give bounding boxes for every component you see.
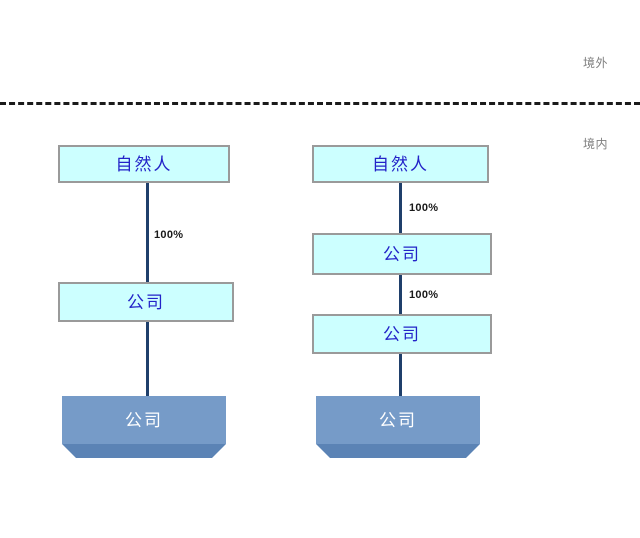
connector-right-company-1-to-company-2: [399, 275, 402, 314]
edge-label-right-100-percent-1: 100%: [409, 202, 439, 214]
node-left-company-2[interactable]: 公司: [62, 396, 236, 458]
edge-label-right-100-percent-2: 100%: [409, 289, 439, 301]
node-right-company-3-label: 公司: [316, 396, 480, 444]
node-right-company-1[interactable]: 公司: [312, 233, 492, 275]
node-right-person[interactable]: 自然人: [312, 145, 489, 183]
bevel-bottom-face: [62, 444, 226, 458]
node-left-person[interactable]: 自然人: [58, 145, 230, 183]
node-right-company-3[interactable]: 公司: [316, 396, 490, 458]
zone-label-overseas: 境外: [583, 56, 609, 70]
node-left-company-2-label: 公司: [62, 396, 226, 444]
connector-left-company-1-to-company-2: [146, 322, 149, 396]
edge-label-left-100-percent-1: 100%: [154, 229, 184, 241]
connector-right-company-2-to-company-3: [399, 354, 402, 396]
bevel-bottom-face: [316, 444, 480, 458]
connector-right-person-to-company-1: [399, 183, 402, 233]
boundary-dashed-line: [0, 102, 640, 105]
node-left-company-1[interactable]: 公司: [58, 282, 234, 322]
connector-left-person-to-company-1: [146, 183, 149, 282]
zone-label-domestic: 境内: [583, 137, 609, 151]
node-right-company-2[interactable]: 公司: [312, 314, 492, 354]
